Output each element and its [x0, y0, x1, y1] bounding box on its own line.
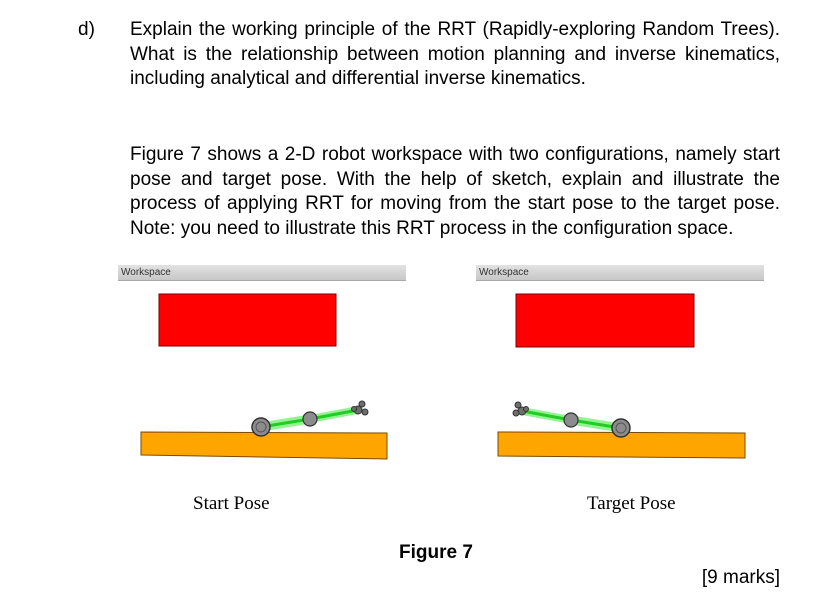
workspace-titlebar: Workspace	[476, 265, 764, 281]
obstacle-block	[158, 293, 337, 347]
robot-base-joint	[251, 417, 271, 437]
start-pose-caption: Start Pose	[193, 493, 270, 514]
robot-elbow-joint	[302, 411, 318, 427]
start-pose-canvas	[140, 293, 388, 460]
workspace-titlebar: Workspace	[118, 265, 406, 281]
question-paragraph-1: Explain the working principle of the RRT…	[130, 19, 780, 89]
target-pose-canvas	[497, 293, 746, 459]
ground-block	[140, 431, 388, 460]
workspace-title: Workspace	[479, 267, 529, 278]
robot-elbow-joint	[563, 412, 579, 428]
robot-arm-target	[512, 401, 631, 438]
robot-base-joint	[611, 418, 631, 438]
robot-arm-start	[251, 400, 369, 437]
workspace-title: Workspace	[121, 267, 171, 278]
question-paragraph-2: Figure 7 shows a 2-D robot workspace wit…	[130, 144, 780, 239]
ground-block	[497, 431, 746, 459]
figure-label: Figure 7	[399, 542, 473, 563]
robot-gripper	[351, 400, 369, 416]
marks-label: [9 marks]	[701, 567, 780, 588]
obstacle-block	[515, 293, 695, 348]
robot-gripper	[512, 401, 529, 417]
start-pose-workspace: Workspace	[118, 265, 406, 470]
target-pose-workspace: Workspace	[476, 265, 764, 470]
target-pose-caption: Target Pose	[587, 493, 676, 514]
question-label: d)	[78, 19, 95, 40]
